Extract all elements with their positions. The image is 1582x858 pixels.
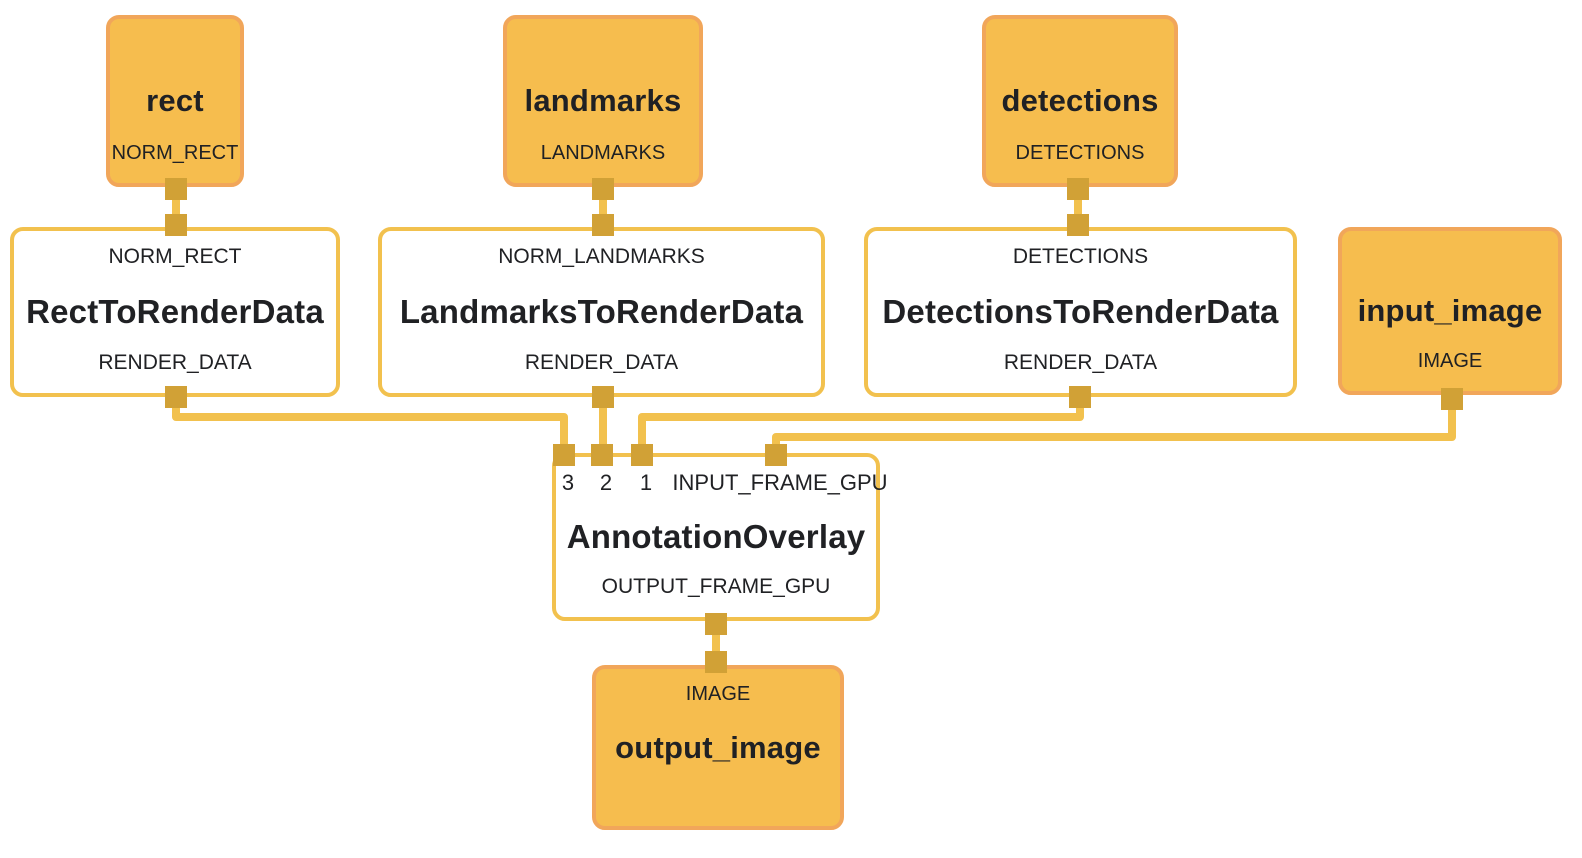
calculator-node-rect-to-render-data[interactable]: NORM_RECT RectToRenderData RENDER_DATA [10, 227, 340, 397]
input-port-label-3: 3 [561, 470, 575, 495]
input-port-label: NORM_LANDMARKS [498, 245, 705, 268]
stream-node-rect[interactable]: rect NORM_RECT [106, 15, 244, 187]
stream-node-output-image[interactable]: IMAGE output_image [592, 665, 844, 830]
node-title: AnnotationOverlay [566, 518, 866, 555]
node-title: rect [146, 83, 204, 118]
node-title: detections [1001, 83, 1159, 118]
input-port-label-2: 2 [599, 470, 613, 495]
node-title: LandmarksToRenderData [399, 293, 804, 330]
node-title: DetectionsToRenderData [882, 293, 1279, 330]
calculator-node-landmarks-to-render-data[interactable]: NORM_LANDMARKS LandmarksToRenderData REN… [378, 227, 825, 397]
output-port-label: RENDER_DATA [1003, 351, 1158, 374]
output-port-label: OUTPUT_FRAME_GPU [601, 575, 831, 598]
node-title: output_image [615, 729, 821, 765]
port-label: LANDMARKS [540, 142, 666, 164]
port-label: IMAGE [685, 683, 751, 705]
stream-node-input-image[interactable]: input_image IMAGE [1338, 227, 1562, 395]
node-title: input_image [1357, 293, 1543, 328]
stream-node-landmarks[interactable]: landmarks LANDMARKS [503, 15, 703, 187]
node-title: landmarks [524, 83, 682, 118]
input-port-label: DETECTIONS [1012, 245, 1149, 268]
input-port-label: NORM_RECT [108, 245, 242, 268]
output-port-label: RENDER_DATA [98, 351, 252, 374]
calculator-node-detections-to-render-data[interactable]: DETECTIONS DetectionsToRenderData RENDER… [864, 227, 1297, 397]
port-label: NORM_RECT [111, 142, 239, 164]
output-port-label: RENDER_DATA [524, 351, 679, 374]
calculator-node-annotation-overlay[interactable]: 3 2 1 INPUT_FRAME_GPU AnnotationOverlay … [552, 453, 888, 621]
stream-node-detections[interactable]: detections DETECTIONS [982, 15, 1178, 187]
port-label: IMAGE [1417, 350, 1483, 372]
edge-detectionstorenderdata-to-annotationoverlay-1 [638, 396, 1084, 452]
node-title: RectToRenderData [26, 293, 324, 330]
edge-recttorenderdata-to-annotationoverlay-3 [172, 396, 568, 452]
edge-inputimage-to-annotationoverlay-inputframegpu [772, 399, 1456, 452]
port-label: DETECTIONS [1015, 142, 1145, 164]
input-port-label-input-frame-gpu: INPUT_FRAME_GPU [672, 470, 888, 495]
input-port-label-1: 1 [639, 470, 653, 495]
